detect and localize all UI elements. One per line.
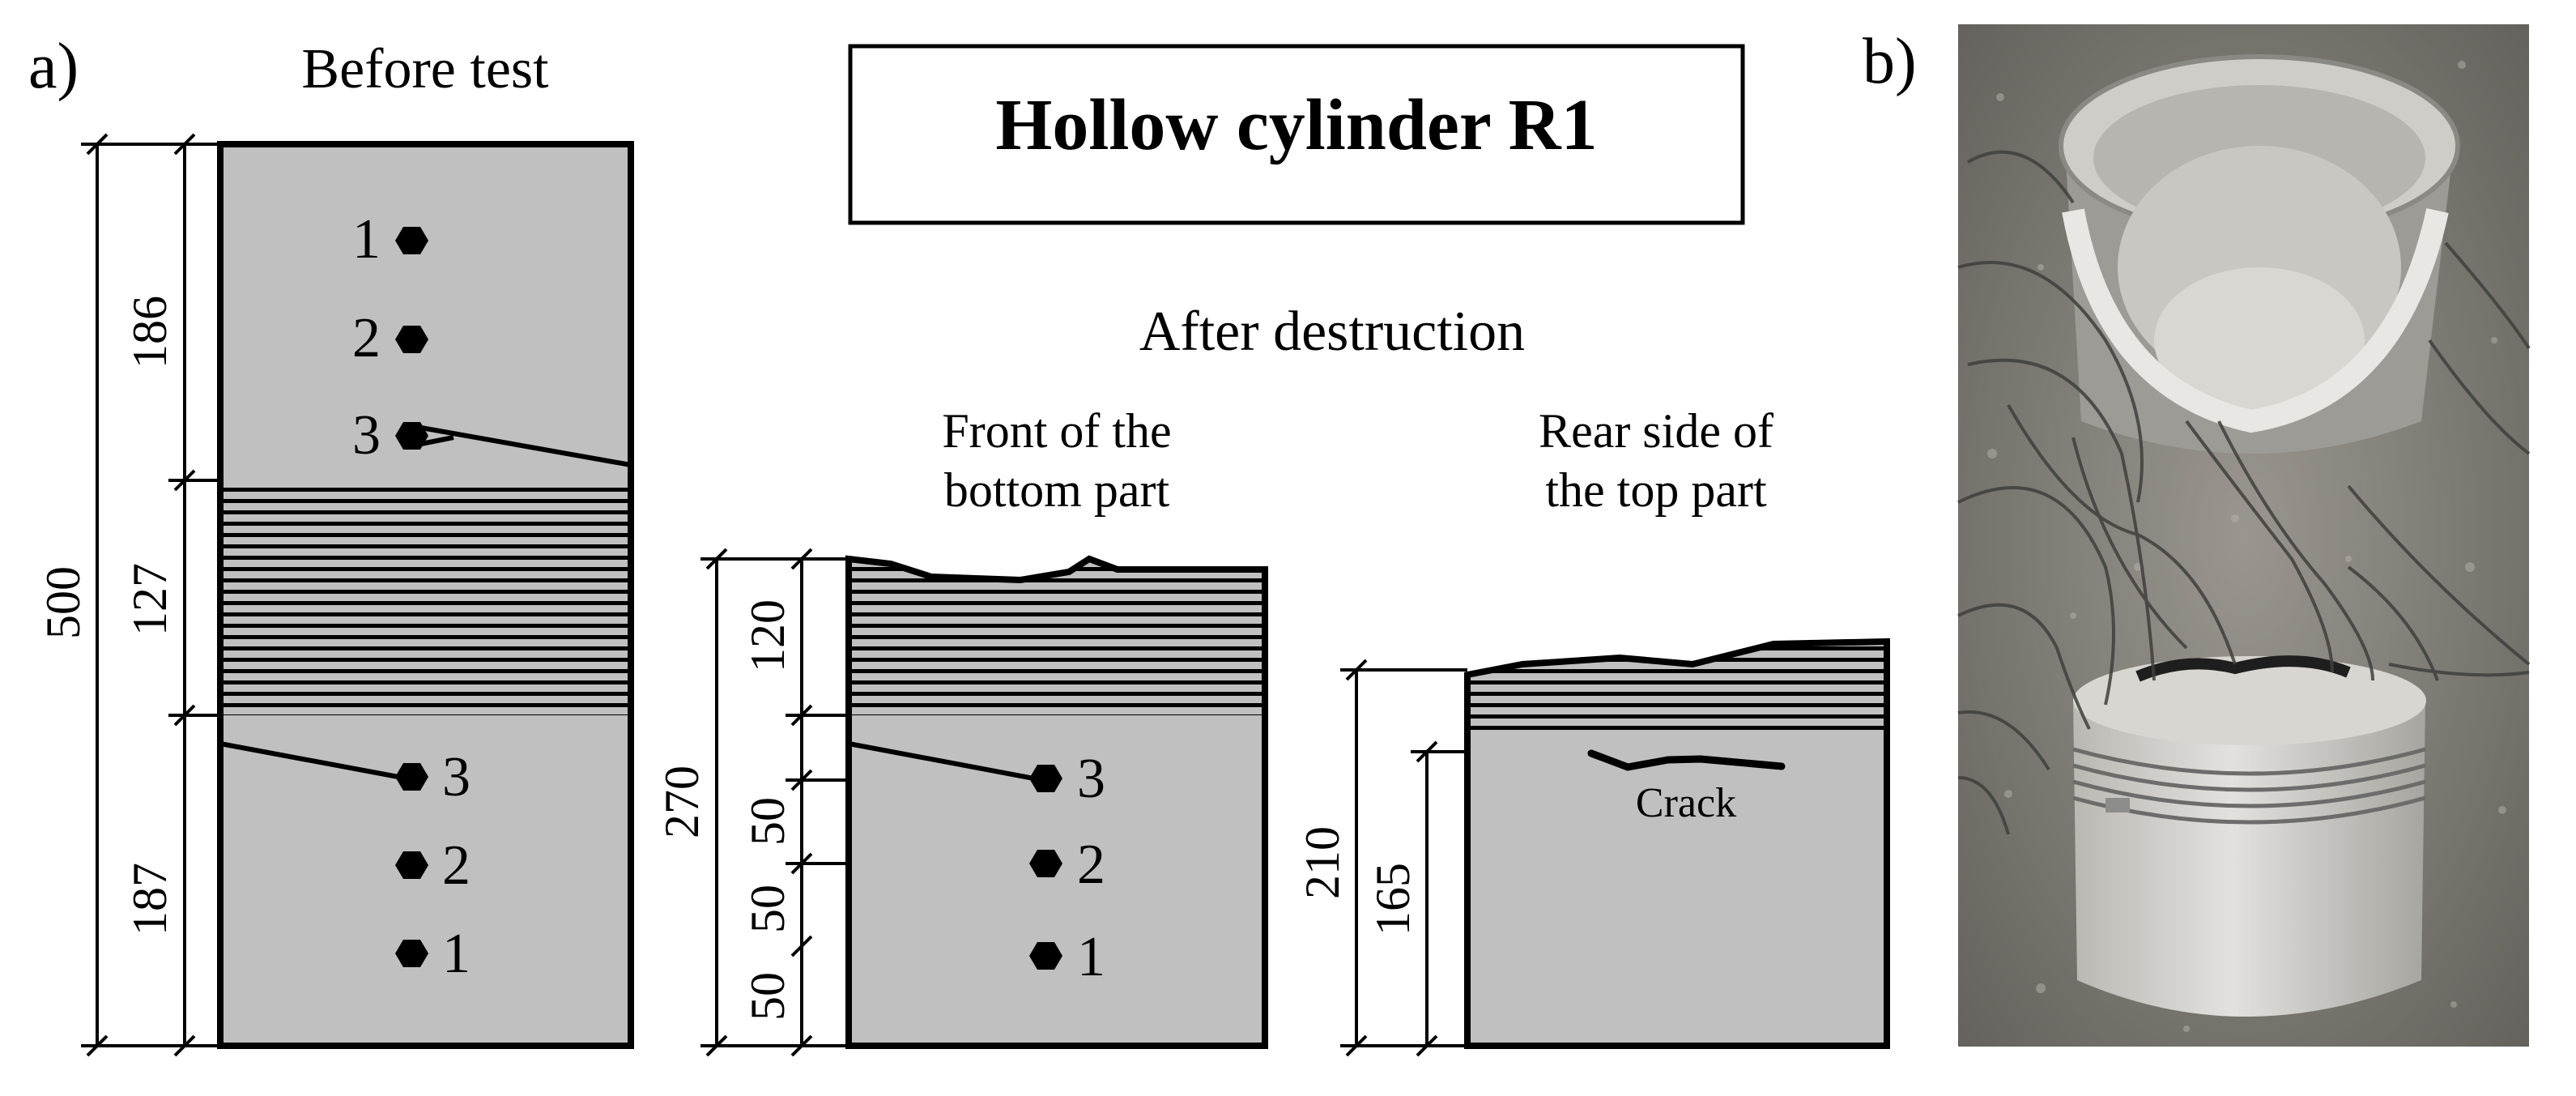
- before-lower-region: [220, 715, 631, 1046]
- front-dim-seg-1: 50: [741, 797, 794, 846]
- upper-sensor-1-icon: [395, 227, 428, 254]
- photo-bottom-part: [2072, 655, 2426, 1017]
- front-specimen-outline: [845, 555, 1268, 1049]
- before-dim-total: 500: [36, 566, 90, 639]
- upper-sensor-3-lead-wire: [420, 425, 632, 467]
- front-sensor-3-lead-wire: [848, 741, 1039, 782]
- crack-label: Crack: [1636, 780, 1736, 826]
- front-sensor-3-icon: [1029, 765, 1062, 792]
- front-bottom-part-diagram: Front of the bottom part 3 2 1: [655, 404, 1268, 1057]
- upper-sensor-3-label: 3: [352, 404, 381, 467]
- front-heading-line2: bottom part: [944, 463, 1170, 517]
- before-test-diagram: Before test 1 2 3 3 2 1: [36, 38, 634, 1057]
- rear-lower-region: [1467, 731, 1887, 1046]
- crack-line: [1587, 749, 1786, 771]
- lower-sensor-2-icon: [395, 851, 428, 879]
- before-specimen-outline: [217, 141, 634, 1049]
- rear-heading-line2: the top part: [1545, 463, 1767, 517]
- panel-label-a: a): [28, 31, 79, 102]
- front-lower-region: [849, 715, 1265, 1046]
- front-dim-total: 270: [655, 765, 709, 838]
- specimen-photo: [1957, 24, 2531, 1047]
- before-dim-bottom: 187: [123, 863, 177, 936]
- title-box: [848, 44, 1745, 225]
- front-dim-top: 120: [741, 599, 794, 672]
- lower-sensor-3-label: 3: [442, 746, 470, 808]
- lower-sensor-3-lead-wire: [219, 741, 423, 780]
- front-hatched-region: [849, 559, 1265, 715]
- before-dimension-lines: [81, 133, 220, 1057]
- photo-wires: [1957, 150, 2531, 835]
- rear-top-part-diagram: Rear side of the top part Crack 210 165: [1296, 404, 1890, 1057]
- panel-label-b: b): [1863, 26, 1917, 97]
- upper-sensor-2-label: 2: [352, 307, 381, 369]
- photo-bottom-top-face: [2073, 656, 2426, 745]
- before-dim-top: 186: [123, 296, 177, 369]
- before-dim-middle: 127: [123, 563, 177, 636]
- floor-texture: [1987, 61, 2506, 1032]
- before-upper-region: [220, 144, 631, 480]
- front-dim-seg-3: 50: [741, 972, 794, 1021]
- upper-sensor-2-icon: [395, 326, 428, 353]
- figure-title: Hollow cylinder R1: [995, 85, 1597, 165]
- upper-sensor-1-label: 1: [352, 208, 381, 271]
- front-sensor-2-icon: [1029, 850, 1062, 877]
- before-hatched-region: [220, 480, 631, 715]
- before-test-heading: Before test: [301, 38, 549, 100]
- lower-sensor-2-label: 2: [442, 834, 470, 897]
- rear-dim-total: 210: [1296, 826, 1349, 899]
- rear-hatched-region: [1467, 642, 1887, 731]
- rear-specimen-outline: [1464, 638, 1890, 1049]
- rear-dim-inner: 165: [1366, 863, 1420, 936]
- lower-sensor-1-icon: [395, 940, 428, 967]
- rear-heading-line1: Rear side of: [1539, 404, 1773, 458]
- rear-dimension-lines: [1340, 659, 1467, 1057]
- upper-sensor-3-icon: [395, 422, 428, 450]
- front-sensor-1-icon: [1029, 942, 1062, 970]
- front-dimension-lines: [700, 548, 849, 1057]
- front-dim-seg-2: 50: [741, 885, 794, 933]
- photo-top-part: [2059, 54, 2460, 454]
- front-sensor-3-label: 3: [1077, 748, 1105, 810]
- front-heading-line1: Front of the: [942, 404, 1171, 458]
- lower-sensor-1-label: 1: [442, 923, 470, 985]
- front-sensor-1-label: 1: [1077, 926, 1105, 988]
- front-sensor-2-label: 2: [1077, 834, 1105, 896]
- after-destruction-heading: After destruction: [1139, 301, 1525, 363]
